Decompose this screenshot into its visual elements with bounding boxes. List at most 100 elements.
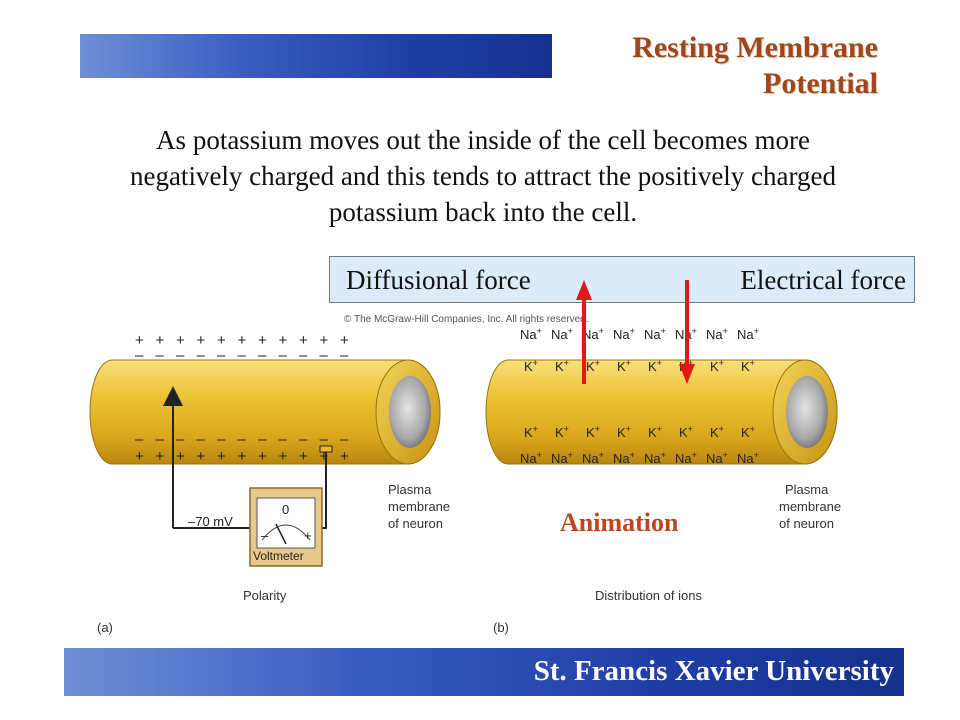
left-outer-plus-row-bottom: + + + + + + + + + + + [135, 448, 349, 465]
meter-minus: – [261, 528, 269, 543]
voltmeter: 0 – + Voltmeter [249, 487, 323, 567]
sodium-ion: Na+ [520, 450, 542, 466]
sodium-ion: Na+ [582, 450, 604, 466]
bottom-footer-bar [64, 648, 904, 696]
plus-sign: + [279, 448, 288, 465]
sodium-ion: Na+ [520, 326, 542, 342]
left-inner-minus-row-bottom: ––––––––––– [135, 431, 349, 448]
plus-sign: + [197, 448, 206, 465]
sodium-ion: Na+ [551, 450, 573, 466]
plus-sign: + [258, 448, 267, 465]
diffusional-force-label: Diffusional force [346, 265, 531, 295]
plus-sign: + [156, 332, 165, 349]
voltmeter-needle [275, 523, 287, 545]
slide-title: Resting Membrane Potential [632, 30, 878, 102]
sodium-ion: Na+ [706, 326, 728, 342]
top-decor-bar [80, 34, 552, 78]
electrode-wire-right [322, 450, 327, 529]
sodium-ion: Na+ [706, 450, 728, 466]
minus-sign: – [258, 347, 267, 364]
plus-sign: + [238, 448, 247, 465]
sodium-ion: Na+ [644, 450, 666, 466]
surface-electrode [319, 445, 333, 453]
sodium-ion: Na+ [675, 450, 697, 466]
animation-link[interactable]: Animation [560, 508, 679, 537]
sodium-row-bottom: Na+ Na+ Na+ Na+ Na+ Na+ Na+ Na+ [520, 450, 759, 466]
axon-right [485, 359, 838, 465]
minus-sign: – [238, 431, 247, 448]
minus-sign: – [176, 431, 185, 448]
plasma-label-left: Plasma membrane of neuron [388, 482, 450, 531]
sodium-ion: Na+ [613, 450, 635, 466]
plus-sign: + [299, 448, 308, 465]
plasma-label-left-3: of neuron [388, 516, 443, 531]
sodium-ion: Na+ [644, 326, 666, 342]
sodium-ion: Na+ [737, 450, 759, 466]
sodium-ion: Na+ [582, 326, 604, 342]
minus-sign: – [320, 347, 329, 364]
voltage-reading: –70 mV [188, 514, 233, 529]
minus-sign: – [197, 431, 206, 448]
plus-sign: + [320, 448, 329, 465]
plus-sign: + [279, 332, 288, 349]
electrical-force-label: Electrical force [740, 265, 906, 295]
plasma-label-right-3: of neuron [779, 516, 834, 531]
plus-sign: + [197, 332, 206, 349]
minus-sign: – [320, 431, 329, 448]
minus-sign: – [156, 347, 165, 364]
left-caption: Polarity [243, 588, 287, 603]
plus-sign: + [217, 448, 226, 465]
slide-title-line-2: Potential [763, 67, 878, 100]
plus-sign: + [135, 332, 144, 349]
plus-sign: + [340, 448, 349, 465]
minus-sign: – [258, 431, 267, 448]
voltmeter-label: Voltmeter [253, 549, 304, 563]
sodium-ion: Na+ [737, 326, 759, 342]
copyright-text: © The McGraw-Hill Companies, Inc. All ri… [344, 314, 588, 325]
plus-sign: + [340, 332, 349, 349]
panel-a-label: (a) [97, 620, 113, 635]
plus-sign: + [258, 332, 267, 349]
minus-sign: – [135, 431, 144, 448]
minus-sign: – [217, 347, 226, 364]
minus-sign: – [217, 431, 226, 448]
minus-sign: – [238, 347, 247, 364]
meter-zero: 0 [282, 502, 289, 517]
force-label-box: Diffusional force Electrical force [329, 256, 915, 303]
meter-plus: + [304, 528, 312, 543]
minus-sign: – [340, 347, 349, 364]
plus-sign: + [156, 448, 165, 465]
university-name: St. Francis Xavier University [533, 655, 894, 687]
minus-sign: – [176, 347, 185, 364]
plus-sign: + [176, 332, 185, 349]
minus-sign: – [279, 431, 288, 448]
slide-title-line-1: Resting Membrane [632, 31, 878, 64]
minus-sign: – [135, 347, 144, 364]
plus-sign: + [238, 332, 247, 349]
right-caption: Distribution of ions [595, 588, 702, 603]
left-inner-minus-row-top: ––––––––––– [135, 347, 349, 364]
plasma-label-right-2: membrane [779, 499, 841, 514]
minus-sign: – [156, 431, 165, 448]
electrical-force-arrow [679, 280, 695, 384]
plus-sign: + [299, 332, 308, 349]
minus-sign: – [197, 347, 206, 364]
minus-sign: – [299, 347, 308, 364]
plasma-label-right-1: Plasma [785, 482, 829, 497]
plasma-label-left-2: membrane [388, 499, 450, 514]
sodium-row-top: Na+Na+Na+Na+Na+Na+Na+Na+ [520, 326, 759, 342]
plasma-label-left-1: Plasma [388, 482, 432, 497]
sodium-ion: Na+ [551, 326, 573, 342]
left-outer-plus-row-top: + + + + + + + + + + + [135, 332, 349, 349]
sodium-ion: Na+ [613, 326, 635, 342]
plus-sign: + [217, 332, 226, 349]
panel-b-label: (b) [493, 620, 509, 635]
body-text: As potassium moves out the inside of the… [129, 125, 837, 227]
plasma-label-right: Plasma membrane of neuron [779, 482, 841, 531]
minus-sign: – [299, 431, 308, 448]
plus-sign: + [176, 448, 185, 465]
plus-sign: + [320, 332, 329, 349]
diffusional-force-arrow [576, 280, 592, 384]
plus-sign: + [135, 448, 144, 465]
